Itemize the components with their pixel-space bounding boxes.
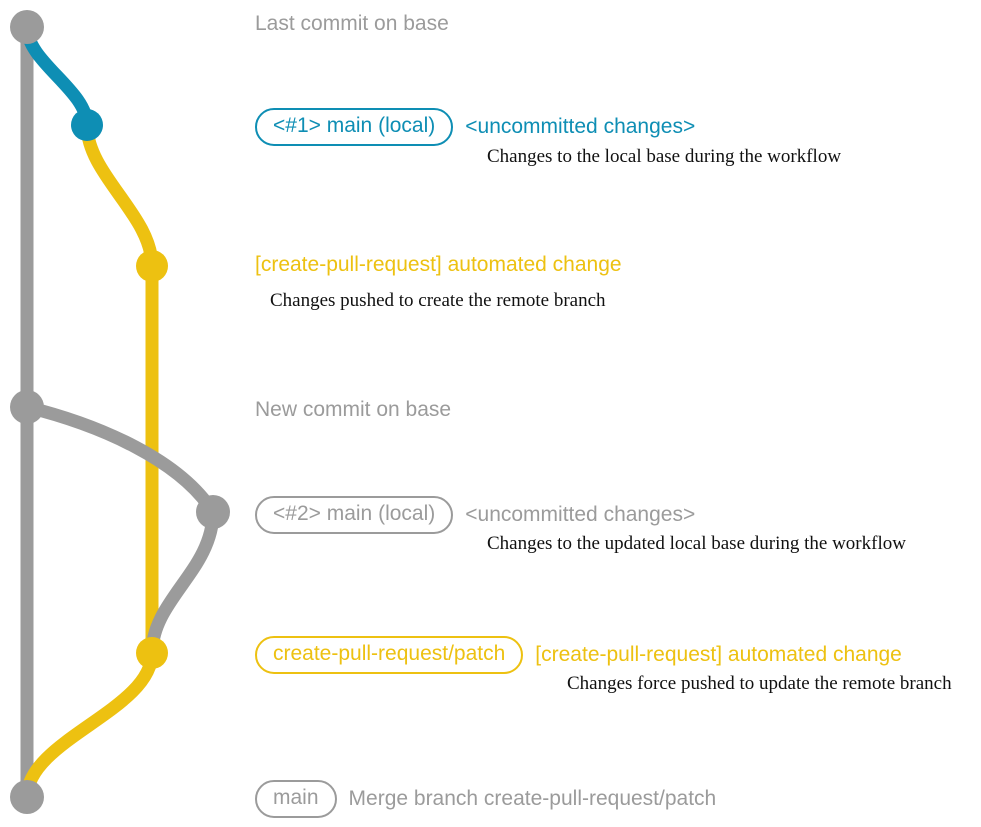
subject-local-1: <uncommitted changes> <box>465 115 696 139</box>
note-patch-1: Changes pushed to create the remote bran… <box>270 290 606 311</box>
badge-main-local-1[interactable]: <#1> main (local) <box>255 108 454 147</box>
edge-local1-to-patch1 <box>80 118 159 273</box>
node-local-2[interactable] <box>196 495 230 529</box>
edge-basenew-to-local2 <box>20 400 220 519</box>
node-base-new[interactable] <box>10 390 44 424</box>
row-merge-commit: main Merge branch create-pull-request/pa… <box>255 780 717 819</box>
note-patch-2: Changes force pushed to update the remot… <box>567 673 952 694</box>
badge-create-pull-request-patch[interactable]: create-pull-request/patch <box>255 636 524 675</box>
heading-new-commit-on-base: New commit on base <box>255 398 452 421</box>
subject-merge-commit: Merge branch create-pull-request/patch <box>348 787 717 811</box>
subject-patch-2: [create-pull-request] automated change <box>535 643 902 667</box>
row-local-2: <#2> main (local) <uncommitted changes> <box>255 496 696 535</box>
node-patch-1[interactable] <box>136 250 168 282</box>
subject-patch-1: [create-pull-request] automated change <box>255 253 622 276</box>
note-local-1: Changes to the local base during the wor… <box>487 146 842 167</box>
edge-local2-to-patch2 <box>145 505 220 660</box>
commit-nodes <box>10 10 230 814</box>
heading-last-commit-on-base: Last commit on base <box>255 12 449 35</box>
node-patch-2[interactable] <box>136 637 168 669</box>
note-local-2: Changes to the updated local base during… <box>487 533 906 554</box>
subject-local-2: <uncommitted changes> <box>465 503 696 527</box>
row-patch-2: create-pull-request/patch [create-pull-r… <box>255 636 902 675</box>
node-local-1[interactable] <box>71 109 103 141</box>
badge-main-local-2[interactable]: <#2> main (local) <box>255 496 454 535</box>
node-merge-commit[interactable] <box>10 780 44 814</box>
badge-main[interactable]: main <box>255 780 337 819</box>
node-base-head[interactable] <box>10 10 44 44</box>
row-patch-1: [create-pull-request] automated change <box>255 253 622 277</box>
edge-patch2-to-merge <box>20 646 159 804</box>
row-local-1: <#1> main (local) <uncommitted changes> <box>255 108 696 147</box>
